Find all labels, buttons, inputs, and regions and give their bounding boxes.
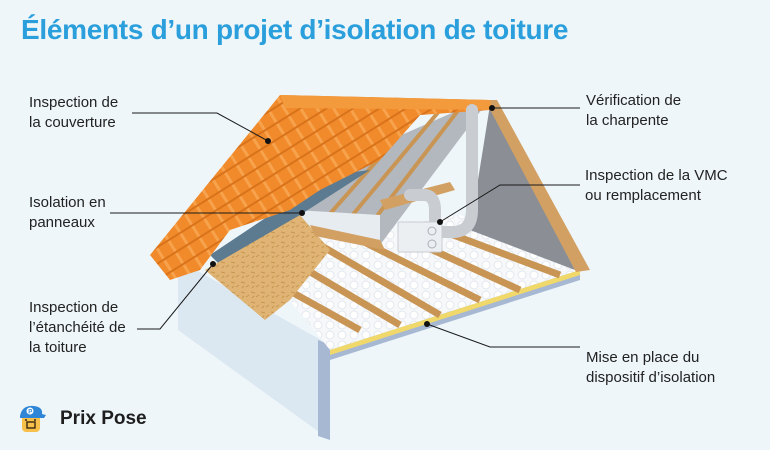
label-panneaux: Isolation en panneaux xyxy=(29,194,106,231)
page-title: Éléments d’un projet d’isolation de toit… xyxy=(21,14,569,45)
label-charpente: Vérification de la charpente xyxy=(586,92,682,129)
label-etancheite: Inspection de l’étanchéité de la toiture xyxy=(29,299,126,356)
vmc-unit xyxy=(397,221,443,253)
brand-name: Prix Pose xyxy=(60,408,147,429)
callout-lines xyxy=(110,107,580,348)
roof-panels xyxy=(295,105,485,245)
label-vmc: Inspection de la VMC ou remplacement xyxy=(585,167,728,204)
osb-board xyxy=(205,215,330,320)
ridge-tiles xyxy=(280,95,492,110)
label-couverture: Inspection de la couverture xyxy=(29,94,119,131)
brand-logo: P Prix Pose xyxy=(16,403,147,435)
label-dispositif: Mise en place du dispositif d’isolation xyxy=(586,349,716,386)
svg-text:P: P xyxy=(28,410,32,416)
gable-wall xyxy=(470,105,575,270)
roof-tiles xyxy=(150,95,490,280)
right-rafter xyxy=(485,100,590,272)
worker-cap-icon: P xyxy=(20,405,46,432)
vmc-ducts xyxy=(404,104,478,238)
callout-dots xyxy=(210,105,495,327)
